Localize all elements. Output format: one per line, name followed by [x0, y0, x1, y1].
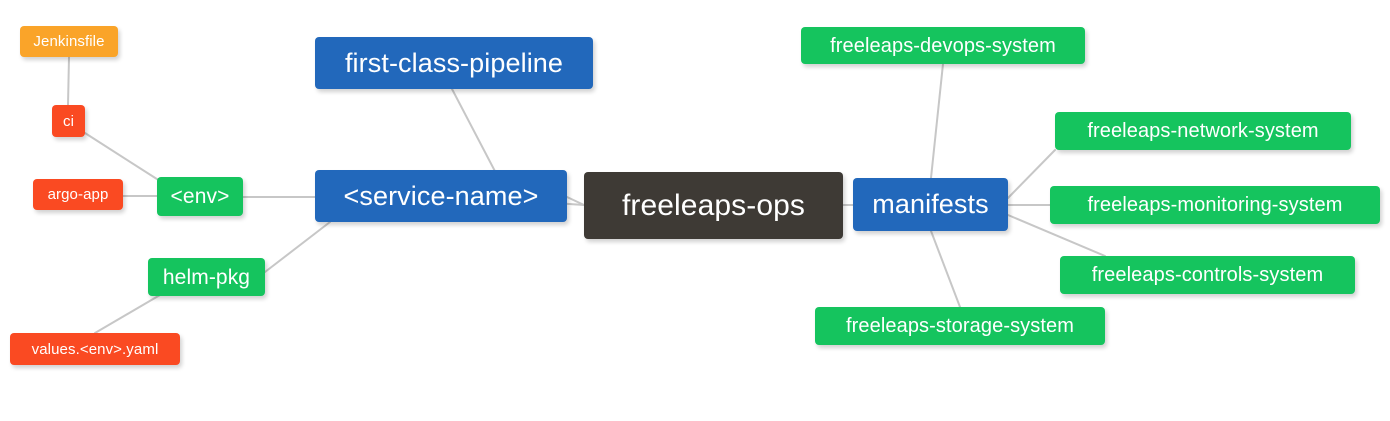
node-label-env: <env>: [170, 185, 230, 208]
node-argo-app[interactable]: argo-app: [33, 179, 123, 210]
node-label-freeleaps-controls-system: freeleaps-controls-system: [1091, 264, 1324, 286]
node-freeleaps-controls-system[interactable]: freeleaps-controls-system: [1060, 256, 1355, 294]
node-label-freeleaps-ops: freeleaps-ops: [621, 188, 806, 222]
node-jenkinsfile[interactable]: Jenkinsfile: [20, 26, 118, 57]
node-label-ci: ci: [62, 112, 75, 130]
edge-ci-to-jenkinsfile: [67, 56, 70, 106]
node-label-service-name: <service-name>: [343, 180, 539, 211]
node-label-freeleaps-monitoring-system: freeleaps-monitoring-system: [1087, 194, 1343, 216]
node-service-name[interactable]: <service-name>: [315, 170, 567, 222]
node-label-freeleaps-devops-system: freeleaps-devops-system: [830, 34, 1056, 57]
node-freeleaps-network-system[interactable]: freeleaps-network-system: [1055, 112, 1351, 150]
node-values-env-yaml[interactable]: values.<env>.yaml: [10, 333, 180, 365]
edge-manifests-to-freeleaps-network-system: [1007, 149, 1056, 199]
edge-freeleaps-ops-to-service-name: [566, 196, 585, 206]
node-freeleaps-ops[interactable]: freeleaps-ops: [584, 172, 843, 239]
node-freeleaps-devops-system[interactable]: freeleaps-devops-system: [801, 27, 1085, 64]
node-ci[interactable]: ci: [52, 105, 85, 137]
node-label-values-env-yaml: values.<env>.yaml: [31, 340, 159, 358]
edge-service-name-to-helm-pkg: [264, 221, 331, 273]
edge-helm-pkg-to-values-env-yaml: [94, 294, 161, 334]
node-label-freeleaps-network-system: freeleaps-network-system: [1087, 120, 1319, 142]
node-label-manifests: manifests: [872, 189, 989, 219]
node-label-argo-app: argo-app: [47, 186, 109, 203]
node-freeleaps-storage-system[interactable]: freeleaps-storage-system: [815, 307, 1105, 345]
node-label-first-class-pipeline: first-class-pipeline: [344, 47, 564, 78]
edge-manifests-to-freeleaps-storage-system: [930, 230, 961, 308]
edge-manifests-to-freeleaps-devops-system: [930, 63, 944, 179]
node-first-class-pipeline[interactable]: first-class-pipeline: [315, 37, 593, 89]
node-freeleaps-monitoring-system[interactable]: freeleaps-monitoring-system: [1050, 186, 1380, 224]
node-helm-pkg[interactable]: helm-pkg: [148, 258, 265, 296]
node-manifests[interactable]: manifests: [853, 178, 1008, 231]
node-label-helm-pkg: helm-pkg: [162, 265, 251, 289]
node-label-jenkinsfile: Jenkinsfile: [33, 33, 105, 50]
node-label-freeleaps-storage-system: freeleaps-storage-system: [845, 315, 1075, 337]
node-env[interactable]: <env>: [157, 177, 243, 216]
edge-env-to-ci: [84, 132, 161, 182]
